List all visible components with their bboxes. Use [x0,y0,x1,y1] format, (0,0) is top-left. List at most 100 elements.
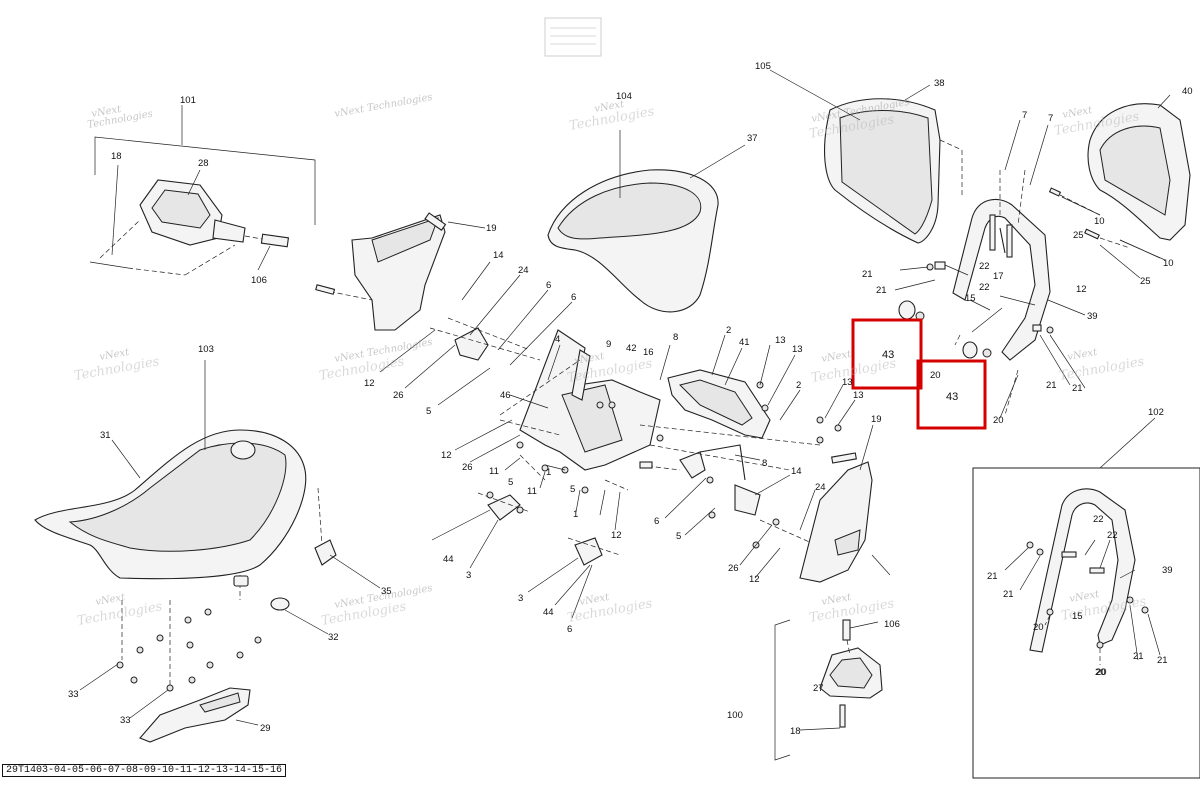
callout-labels: 101 18 28 106 19 104 37 105 38 7 7 40 10… [68,61,1193,737]
callout-label: 105 [755,61,771,72]
callout-label: 6 [654,516,659,527]
callout-label: 5 [676,531,681,542]
callout-label: 42 [626,343,637,354]
backrest-pad-38 [769,69,963,244]
svg-text:vNext: vNext [95,592,127,608]
inset-102 [972,417,1200,779]
svg-text:vNext: vNext [99,347,131,363]
callout-label: 22 [979,282,990,293]
callout-label: 3 [466,570,471,581]
callout-label: 17 [993,271,1004,282]
hardware-fasteners [116,261,1054,692]
callout-label: 19 [486,223,497,234]
callout-label: 21 [1046,380,1057,391]
passenger-seat-37 [547,130,746,313]
svg-text:vNext: vNext [91,104,123,120]
svg-text:vNext: vNext [821,349,853,365]
callout-label: 20 [1096,667,1107,678]
highlight-box-2: 43 [916,359,987,430]
callout-label: 24 [518,265,529,276]
callout-label: 13 [842,377,853,388]
callout-label: 19 [871,414,882,425]
svg-text:vNext: vNext [1069,589,1101,605]
callout-label: 44 [543,607,554,618]
callout-label: 20 [930,370,941,381]
callout-label: 21 [862,269,873,280]
svg-text:vNext: vNext [1062,105,1094,121]
callout-label: 44 [443,554,454,565]
callout-label: 5 [570,484,575,495]
callout-label: 21 [1133,651,1144,662]
callout-label: 21 [1072,383,1083,394]
callout-label: 20 [993,415,1004,426]
callout-label: 24 [815,482,826,493]
leader-lines [79,239,1166,726]
callout-label: 104 [616,91,632,102]
callout-label: 2 [726,325,731,336]
top-case-cover-40 [1048,94,1191,279]
callout-label: 12 [611,530,622,541]
svg-text:vNext: vNext [821,592,853,608]
bracket-41 [667,369,771,439]
callout-label: 20 [1095,667,1106,678]
svg-text:vNext: vNext [579,592,611,608]
callout-label: 20 [1033,622,1044,633]
callout-label: 5 [508,477,513,488]
callout-label: 4 [555,334,560,345]
callout-label: 7 [1048,113,1053,124]
callout-label: 25 [1140,276,1151,287]
callout-label: 9 [606,339,611,350]
callout-label: 13 [775,335,786,346]
callout-label: 29 [260,723,271,734]
callout-label: 31 [100,430,111,441]
latch-44-left [477,454,621,566]
callout-label: 12 [441,450,452,461]
callout-label: 106 [251,275,267,286]
callout-label: 14 [791,466,802,477]
callout-label: 6 [546,280,551,291]
callout-label: 10 [1163,258,1174,269]
callout-label: 15 [1072,611,1083,622]
svg-text:vNext: vNext [574,351,606,367]
callout-label: 33 [68,689,79,700]
callout-label: 35 [381,586,392,597]
callout-label: 5 [426,406,431,417]
callout-label: 3 [518,593,523,604]
callout-label: 11 [527,486,537,497]
highlight-box-1: 43 [851,318,923,390]
callout-label: 27 [813,683,824,694]
callout-label: 46 [500,390,511,401]
watermark-stamp-top [544,17,602,57]
callout-label: 39 [1162,565,1173,576]
footrest-assembly-100 [774,619,883,761]
callout-label: 8 [673,332,678,343]
callout-label: 22 [1093,514,1104,525]
skid-plate-29 [139,687,251,743]
side-bracket-left [315,212,486,331]
callout-label: 14 [493,250,504,261]
callout-label: 102 [1148,407,1164,418]
callout-label: 13 [853,390,864,401]
callout-label: 41 [739,337,750,348]
callout-label: 1 [573,509,578,520]
drawing-code: 29T1403-04-05-06-07-08-09-10-11-12-13-14… [2,764,287,777]
callout-label: 16 [643,347,654,358]
callout-label: 103 [198,344,214,355]
callout-label: 18 [111,151,122,162]
callout-label: 33 [120,715,131,726]
latch-right [639,424,851,561]
callout-label: 8 [762,458,767,469]
callout-label: 22 [1107,530,1118,541]
callout-label: 12 [749,574,760,585]
callout-label: 26 [393,390,404,401]
seat-support-frame-46 [509,329,661,471]
callout-label: 38 [934,78,945,89]
callout-label: 37 [747,133,758,144]
callout-label: 12 [364,378,375,389]
callout-label: 28 [198,158,209,169]
callout-label: 26 [462,462,473,473]
callout-label: 25 [1073,230,1084,241]
callout-label: 100 [727,710,743,721]
